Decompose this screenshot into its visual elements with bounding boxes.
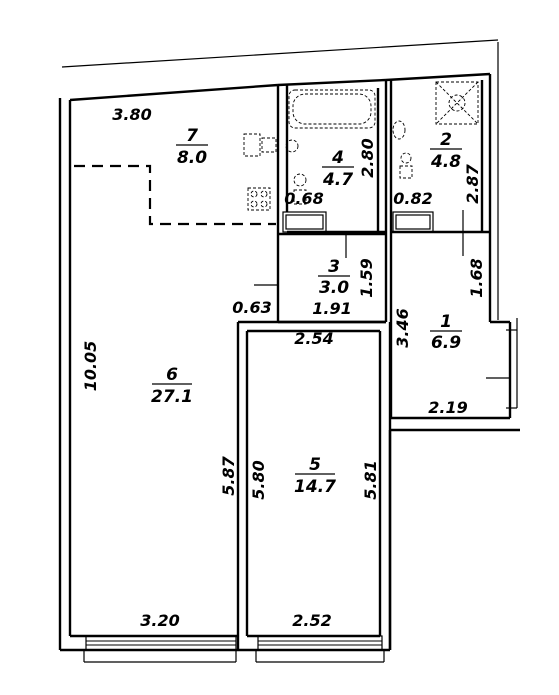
exterior-lower-right [388,428,520,650]
dim-1-59: 1.59 [357,258,376,297]
bathroom-2-walls [385,72,492,234]
bathtub [288,89,376,129]
room-label-1: 1 6.9 [430,312,462,353]
dim-2-87: 2.87 [463,163,482,203]
svg-text:1: 1 [440,312,452,332]
dim-2-54: 2.54 [294,329,333,348]
toilet-2 [399,152,413,179]
dim-1-91: 1.91 [312,299,351,318]
dim-0-82: 0.82 [393,189,432,208]
sink-2 [392,120,406,140]
dashed-partition [74,164,276,226]
dim-2-80: 2.80 [358,138,377,177]
kitchen-sink [243,133,299,157]
stove [247,187,271,211]
dim-2-52: 2.52 [292,611,331,630]
dim-1-68: 1.68 [467,258,486,297]
shower-tray [435,81,479,125]
dim-0-68: 0.68 [284,189,323,208]
dim-3-46: 3.46 [393,308,412,347]
svg-text:14.7: 14.7 [294,477,336,497]
svg-text:2: 2 [440,130,452,150]
room-label-4: 4 4.7 [322,148,354,190]
room-label-3: 3 3.0 [318,257,350,298]
room-label-2: 2 4.8 [430,130,462,172]
svg-text:4: 4 [331,148,344,168]
dim-5-87: 5.87 [219,455,238,495]
toilet-4 [293,173,307,205]
room-label-6: 6 27.1 [151,365,193,407]
bathroom-4-walls [276,78,388,234]
room-label-7: 7 8.0 [176,126,208,168]
room-label-5: 5 14.7 [294,455,336,497]
svg-text:5: 5 [309,455,321,475]
dim-0-63: 0.63 [232,298,271,317]
svg-text:3: 3 [328,257,340,277]
dim-5-80: 5.80 [249,460,268,499]
svg-text:7: 7 [186,126,198,146]
dim-3-80: 3.80 [112,105,151,124]
svg-text:3.0: 3.0 [319,278,349,298]
svg-text:4.8: 4.8 [430,152,461,172]
dim-3-20: 3.20 [140,611,179,630]
hall-1-walls [389,210,518,420]
exterior-top-line [61,39,499,68]
svg-text:27.1: 27.1 [151,387,193,407]
svg-text:6: 6 [166,365,178,385]
svg-text:6.9: 6.9 [431,333,461,353]
windows-bottom [83,635,385,663]
dim-2-19: 2.19 [428,398,467,417]
svg-text:4.7: 4.7 [322,170,353,190]
svg-text:8.0: 8.0 [177,148,207,168]
dim-5-81: 5.81 [361,460,380,499]
dim-10-05: 10.05 [81,341,100,392]
